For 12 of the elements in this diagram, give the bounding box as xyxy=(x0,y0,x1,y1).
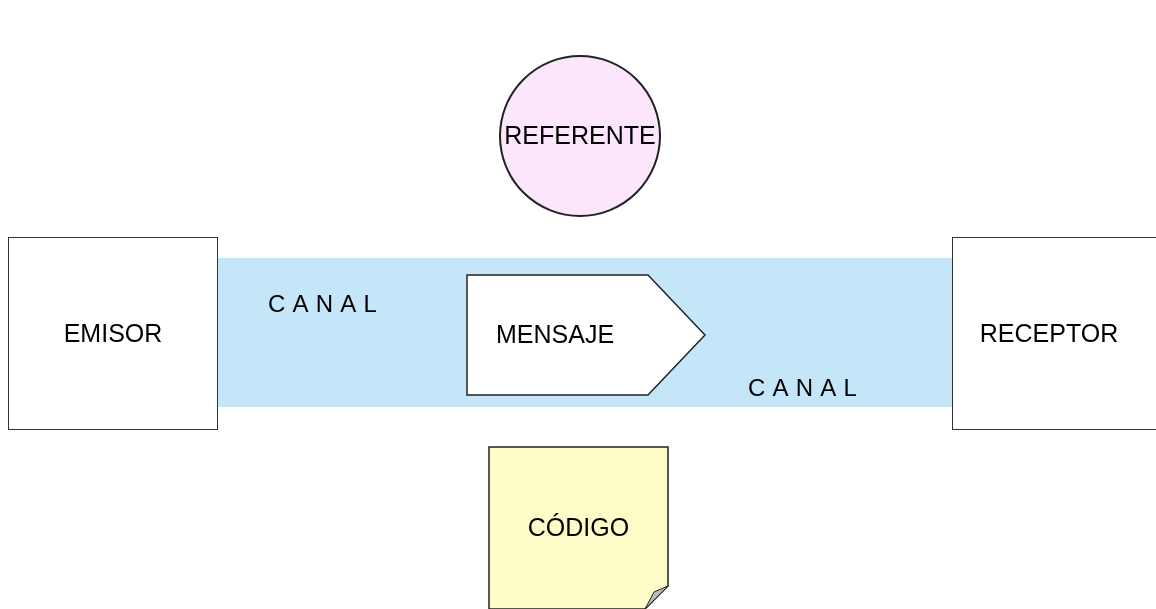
channel-label: CANAL xyxy=(268,289,385,319)
channel-label: CANAL xyxy=(748,373,865,403)
code-note xyxy=(488,446,669,609)
channel-band xyxy=(218,258,954,407)
node-label: CÓDIGO xyxy=(527,511,630,543)
node-label: RECEPTOR xyxy=(979,317,1119,349)
message-arrow-shape xyxy=(466,274,706,396)
node-label: MENSAJE xyxy=(496,319,615,351)
sender-box xyxy=(8,237,218,430)
node-label: REFERENTE xyxy=(504,120,656,152)
node-label: EMISOR xyxy=(63,317,163,349)
receiver-box xyxy=(952,237,1156,430)
